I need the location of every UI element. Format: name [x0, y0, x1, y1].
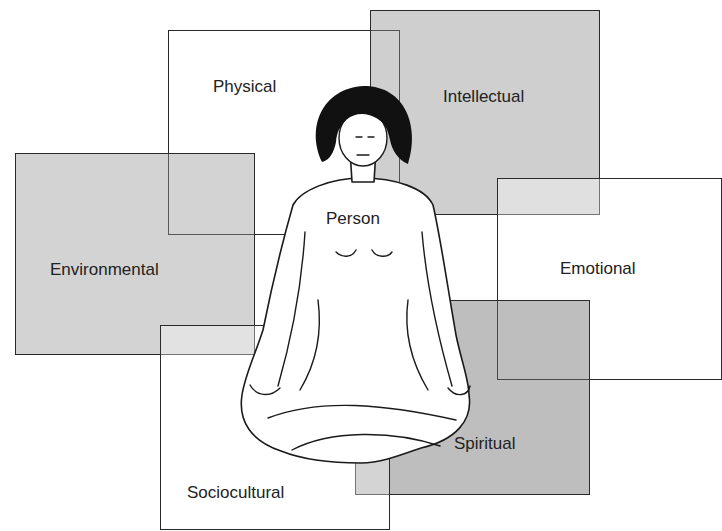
- aspect-label: Sociocultural: [187, 483, 284, 503]
- aspect-label: Intellectual: [443, 87, 524, 107]
- aspect-label: Spiritual: [454, 434, 515, 454]
- aspect-label: Emotional: [560, 259, 636, 279]
- aspect-label: Physical: [213, 77, 276, 97]
- aspect-label: Environmental: [50, 260, 159, 280]
